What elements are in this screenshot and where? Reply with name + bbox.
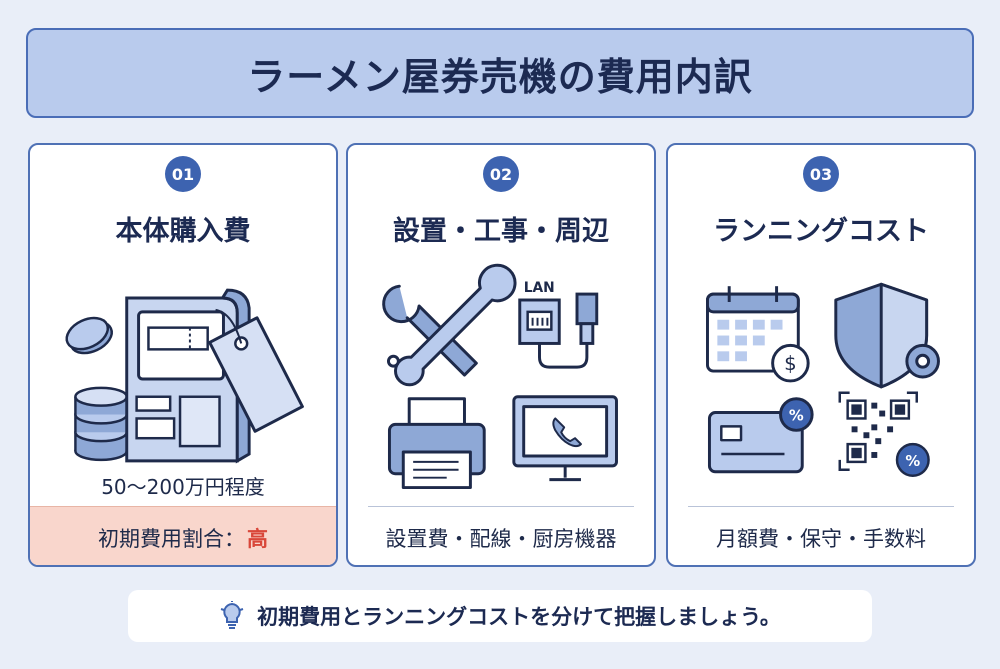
card-installation: 02 設置・工事・周辺 LAN <box>346 143 656 567</box>
installation-illustration: LAN <box>382 263 618 490</box>
ratio-value: 高 <box>247 527 268 551</box>
card-title: ランニングコスト <box>713 216 929 247</box>
card-footer: 月額費・保守・手数料 <box>716 526 926 551</box>
initial-cost-ratio: 初期費用割合：高 <box>30 506 336 565</box>
calendar-dollar-icon: $ <box>706 286 810 383</box>
ticket-machine-illustration <box>65 288 304 464</box>
printer-icon <box>387 397 486 490</box>
card-divider <box>688 506 954 507</box>
card-divider <box>368 506 634 507</box>
card-footer: 設置費・配線・厨房機器 <box>385 526 617 551</box>
coin-icon <box>65 316 113 355</box>
svg-text:%: % <box>789 407 804 424</box>
card-number-badge: 02 <box>483 156 519 192</box>
page-title: ラーメン屋券売機の費用内訳 <box>247 54 753 99</box>
svg-text:$: $ <box>784 352 797 375</box>
card-number-badge: 03 <box>803 156 839 192</box>
card-number-badge: 01 <box>165 156 201 192</box>
title-banner: ラーメン屋券売機の費用内訳 <box>26 28 974 118</box>
credit-card-percent-icon: % <box>707 397 814 474</box>
card-purchase-cost: 01 本体購入費 <box>28 143 338 567</box>
card-title: 設置・工事・周辺 <box>393 216 609 247</box>
shield-gear-icon <box>834 282 940 389</box>
price-tag-icon <box>208 308 304 433</box>
lightbulb-icon <box>219 601 245 631</box>
coins-icon <box>74 386 128 462</box>
lan-cable-icon: LAN <box>518 280 599 369</box>
ratio-label: 初期費用割合： <box>98 527 245 551</box>
svg-text:%: % <box>905 453 920 470</box>
tip-banner: 初期費用とランニングコストを分けて把握しましょう。 <box>128 590 872 642</box>
ticket-machine-icon <box>125 288 251 464</box>
lan-label: LAN <box>524 280 555 296</box>
price-range: 50〜200万円程度 <box>101 475 265 499</box>
monitor-phone-icon <box>512 395 618 482</box>
qr-code-percent-icon: % <box>838 391 930 477</box>
card-title: 本体購入費 <box>115 216 251 247</box>
running-cost-illustration: $ % <box>706 282 940 477</box>
tip-text: 初期費用とランニングコストを分けて把握しましょう。 <box>257 605 781 629</box>
card-running-cost: 03 ランニングコスト $ <box>666 143 976 567</box>
wrench-icon <box>382 263 517 387</box>
